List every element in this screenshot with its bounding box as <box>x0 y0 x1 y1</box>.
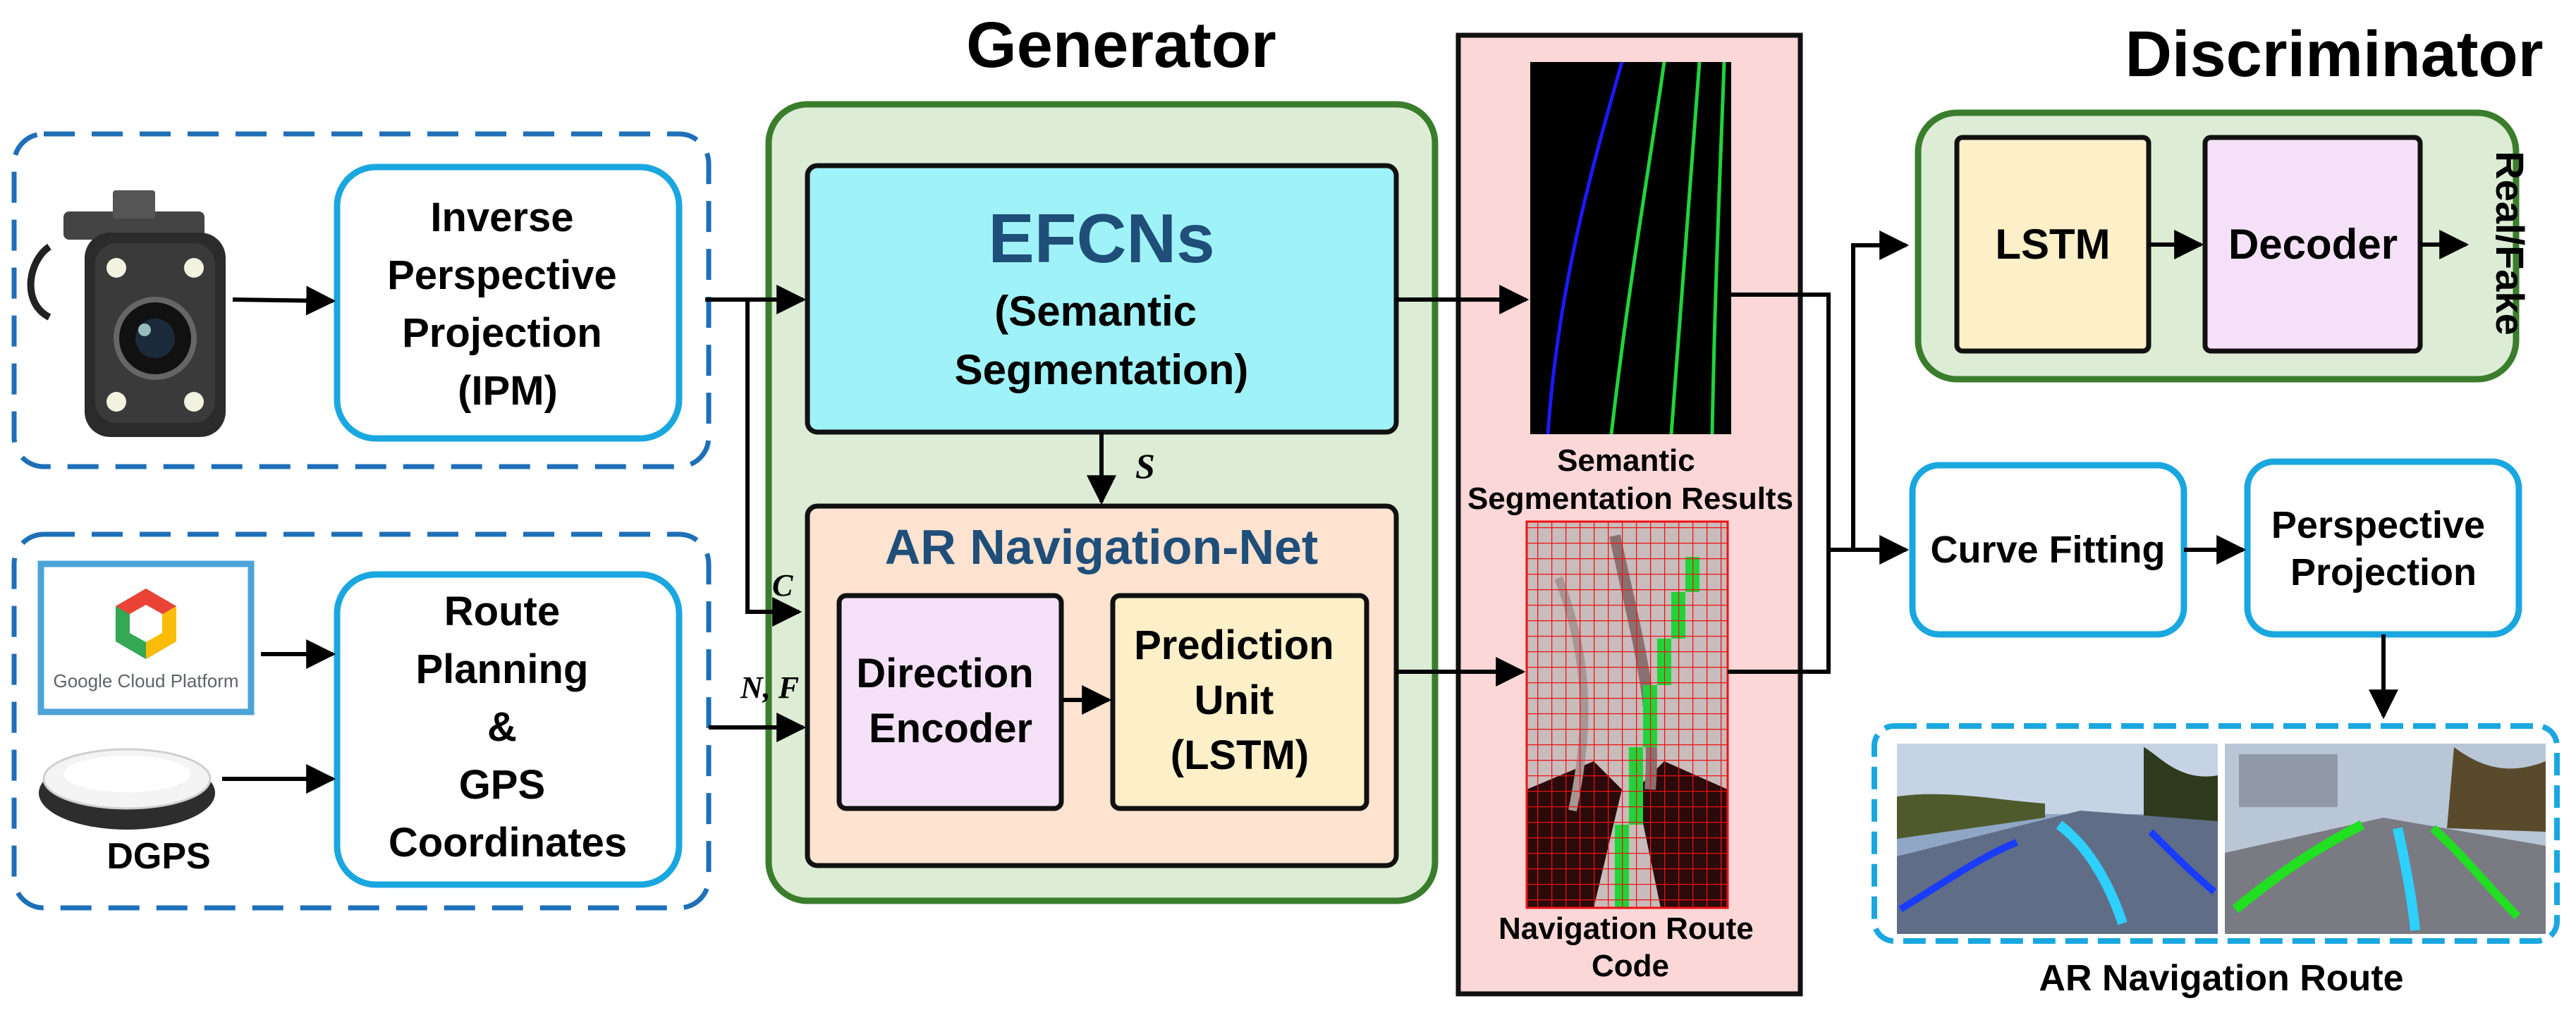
disc-decoder-label: Decoder <box>2228 221 2398 268</box>
route-planning-label: Route Planning & GPS Coordinates <box>389 589 627 866</box>
edge-label-c: C <box>772 568 793 603</box>
discriminator-title: Discriminator <box>2125 18 2543 90</box>
camera-to-ipm-arrow <box>232 285 336 316</box>
prediction-unit-label: Prediction Unit (LSTM) <box>1134 622 1345 778</box>
direction-encoder-box <box>836 593 1064 811</box>
dgps-antenna-icon <box>39 748 215 830</box>
route-group-box <box>11 531 712 911</box>
curve-fitting-label: Curve Fitting <box>1931 529 2166 571</box>
ar-route-image-left <box>1897 744 2218 934</box>
efcn-title: EFCNs <box>988 199 1214 277</box>
semantic-segmentation-image <box>1530 61 1731 435</box>
dgps-label: DGPS <box>106 836 210 877</box>
navigation-route-code-image <box>1525 520 1729 909</box>
ipm-label: Inverse Perspective Projection (IPM) <box>387 195 628 414</box>
perspective-projection-box <box>2244 458 2522 638</box>
route-code-caption: Navigation Route Code <box>1498 911 1762 983</box>
output-merge-connector <box>1728 230 1910 674</box>
ar-route-box <box>1872 723 2560 944</box>
camera-icon <box>27 190 226 437</box>
prediction-unit-box <box>1110 593 1369 811</box>
edge-label-nf: N, F <box>740 670 799 705</box>
edge-label-s: S <box>1135 446 1155 486</box>
seg-results-caption: Semantic Segmentation Results <box>1467 443 1793 516</box>
ar-navigation-net-title: AR Navigation-Net <box>885 519 1318 574</box>
real-fake-label: Real/Fake <box>2488 151 2532 336</box>
perspective-projection-label: Perspective Projection <box>2271 504 2496 593</box>
ar-route-caption: AR Navigation Route <box>2039 958 2403 999</box>
disc-lstm-label: LSTM <box>1995 221 2110 268</box>
ipm-output-connector <box>705 285 807 627</box>
ar-route-image-right <box>2225 744 2546 934</box>
route-planning-box <box>334 571 683 888</box>
google-cloud-logo: Google Cloud Platform <box>37 560 255 715</box>
ipm-box <box>334 164 683 442</box>
efcn-subtitle: (Semantic Segmentation) <box>955 288 1249 393</box>
direction-encoder-label: Direction Encoder <box>856 651 1045 751</box>
generator-title: Generator <box>966 9 1276 81</box>
google-cloud-text: Google Cloud Platform <box>53 670 238 691</box>
